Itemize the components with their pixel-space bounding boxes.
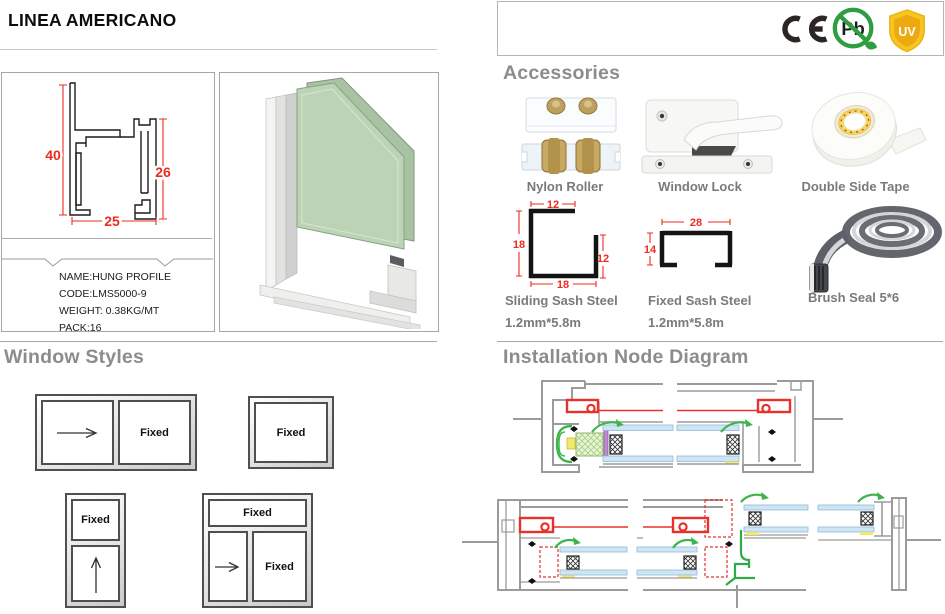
window-style-fixed: Fixed [248, 396, 334, 469]
fixed-label: Fixed [276, 426, 306, 439]
window-styles-divider [0, 341, 437, 342]
brush-seal-label: Brush Seal 5*6 [808, 290, 900, 305]
break-line [2, 258, 213, 267]
fixed-sash-steel-spec: 1.2mm*5.8m [648, 315, 724, 330]
certification-badge-box: Pb UV [497, 1, 944, 56]
profile-weight: WEIGHT: 0.38KG/MT [59, 305, 160, 317]
dim-right-label: 26 [155, 164, 171, 180]
profile-pack: PACK:16 [59, 322, 102, 334]
fixed-pane: Fixed [254, 402, 328, 463]
frame-strips [265, 92, 298, 292]
frame-sections [462, 497, 941, 608]
double-side-tape-label: Double Side Tape [801, 179, 910, 194]
uv-label: UV [898, 25, 916, 39]
fixed-label: Fixed [81, 514, 110, 526]
glazing-right [676, 419, 776, 465]
sliding-dim-top: 12 [547, 199, 559, 211]
combo-bottom-row: Fixed [208, 531, 307, 602]
fixed-dim-left: 14 [644, 244, 657, 256]
sliding-dim-left: 18 [513, 239, 525, 251]
red-highlight-profiles [518, 499, 733, 578]
sliding-dim-bottom: 18 [557, 279, 569, 291]
sliding-pane [41, 400, 114, 465]
green-profile [725, 530, 755, 586]
installation-divider [497, 341, 943, 342]
window-lock-label: Window Lock [658, 179, 742, 194]
fixed-sash-steel-diagram: 28 14 [644, 217, 733, 268]
fixed-label: Fixed [243, 507, 272, 519]
window-lock-photo [641, 99, 783, 174]
ce-mark-icon [782, 15, 828, 43]
profile-info: NAME:HUNG PROFILE CODE:LMS5000-9 WEIGHT:… [59, 269, 171, 337]
info-divider [2, 238, 212, 239]
window-styles-title: Window Styles [4, 346, 145, 368]
profile-outline [69, 82, 157, 220]
fixed-pane: Fixed [71, 499, 120, 541]
window-style-hung-vertical: Fixed [65, 493, 126, 608]
dim-height-label: 40 [45, 147, 61, 163]
fixed-label: Fixed [140, 426, 169, 439]
brush-seal-photo [809, 206, 942, 293]
profile-spec-box: 40 26 25 NAME:HUNG PROFILE CODE:LMS5000-… [1, 72, 215, 334]
sliding-sash-steel-label: Sliding Sash Steel [505, 293, 618, 308]
window-style-sliding-horizontal: Fixed [35, 394, 197, 471]
glazing-units [528, 492, 885, 584]
lead-free-icon: Pb [832, 7, 878, 50]
profile-code: CODE:LMS5000-9 [59, 288, 147, 300]
fixed-pane: Fixed [118, 400, 191, 465]
frame-sections [513, 380, 843, 473]
nylon-roller-label: Nylon Roller [526, 179, 604, 194]
profile-name: NAME:HUNG PROFILE [59, 271, 172, 283]
fixed-label: Fixed [265, 560, 294, 573]
page-title: LINEA AMERICANO [8, 10, 177, 30]
fixed-pane: Fixed [252, 531, 307, 602]
window-style-combo: Fixed Fixed [202, 493, 313, 608]
title-underline [0, 49, 437, 50]
double-side-tape-photo [811, 92, 927, 167]
profile-3d-render [259, 77, 421, 329]
sliding-pane [71, 545, 120, 602]
dimension-lines [59, 84, 167, 225]
installation-title: Installation Node Diagram [503, 346, 749, 368]
fixed-sash-steel-label: Fixed Sash Steel [648, 293, 752, 308]
fixed-dim-top: 28 [690, 217, 702, 229]
sliding-sash-steel-spec: 1.2mm*5.8m [505, 315, 581, 330]
glazing-left [555, 419, 674, 465]
fixed-pane: Fixed [208, 499, 307, 527]
node-diagram-bottom [462, 492, 941, 608]
hung-profile-drawing: 40 26 25 [43, 82, 173, 232]
bottom-sill [259, 255, 421, 329]
arrow-right-icon [56, 427, 98, 438]
sliding-sash-steel-diagram: 12 18 12 18 [513, 199, 609, 291]
uv-protection-icon: UV [889, 9, 925, 53]
red-highlight-profiles [565, 398, 792, 414]
dim-width-label: 25 [104, 213, 120, 229]
node-diagram-top [513, 380, 843, 473]
arrow-right-icon [215, 561, 240, 572]
nylon-roller-photo [521, 97, 621, 174]
sliding-dim-right: 12 [597, 253, 609, 265]
profile-render-box [219, 72, 439, 332]
accessories-title: Accessories [503, 62, 621, 84]
glass-panes [296, 77, 415, 250]
sliding-pane [208, 531, 248, 602]
arrow-up-icon [90, 555, 101, 593]
